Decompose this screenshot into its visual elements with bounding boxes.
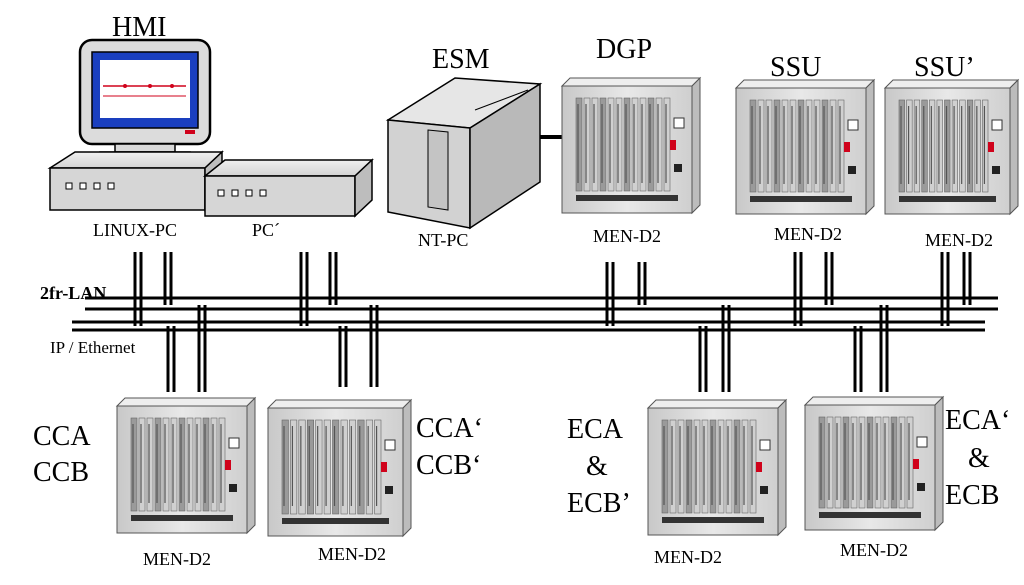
label-ecb-prime: ECB’: [567, 488, 631, 519]
rack-cca-prime: [266, 398, 413, 538]
linux-pc-box: [47, 150, 224, 212]
rack-ssu-prime: [883, 78, 1020, 216]
label-pc-prime: PC´: [252, 220, 280, 240]
label-eca-prime-amp: &: [968, 443, 990, 474]
label-eca-prime: ECA‘: [945, 405, 1010, 436]
rack-eca-prime: [803, 395, 945, 532]
label-ssu: SSU: [770, 52, 821, 83]
label-eca-prime-men-d2: MEN-D2: [840, 540, 908, 560]
racks: [115, 76, 1020, 538]
label-ip-ethernet: IP / Ethernet: [50, 338, 136, 357]
label-dgp: DGP: [596, 34, 652, 65]
label-cca: CCA: [33, 421, 91, 452]
label-cca-prime-men-d2: MEN-D2: [318, 544, 386, 564]
label-eca: ECA: [567, 414, 624, 445]
ethernet-bus: [72, 320, 985, 332]
label-cca-men-d2: MEN-D2: [143, 549, 211, 569]
label-esm: ESM: [432, 44, 490, 75]
lan-bus: [85, 296, 998, 311]
label-ccb: CCB: [33, 457, 89, 488]
label-eca-amp: &: [586, 451, 608, 482]
esm-nt-pc: [385, 77, 543, 230]
label-ssu-prime: SSU’: [914, 52, 975, 83]
label-dgp-men-d2: MEN-D2: [593, 226, 661, 246]
label-lan: 2fr-LAN: [40, 283, 106, 303]
label-hmi: HMI: [112, 12, 166, 43]
rack-ssu: [734, 78, 876, 216]
rack-dgp: [560, 76, 702, 215]
label-ssu-prime-men-d2: MEN-D2: [925, 230, 993, 250]
connection-lines-bottom: [166, 305, 889, 392]
pc-prime-box: [202, 158, 374, 218]
label-nt-pc: NT-PC: [418, 230, 468, 250]
rack-cca: [115, 396, 257, 535]
hmi-monitor: [78, 38, 212, 159]
connection-lines-top: [133, 252, 972, 326]
label-ccb-prime: CCB‘: [416, 450, 481, 481]
label-cca-prime: CCA‘: [416, 413, 483, 444]
label-eca-men-d2: MEN-D2: [654, 547, 722, 567]
label-linux-pc: LINUX-PC: [93, 220, 177, 240]
label-ecb: ECB: [945, 480, 999, 511]
rack-eca: [646, 398, 788, 537]
label-ssu-men-d2: MEN-D2: [774, 224, 842, 244]
